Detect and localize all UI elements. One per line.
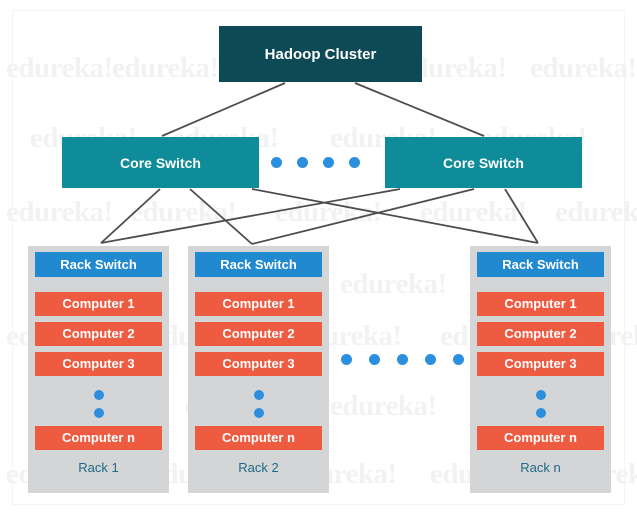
ellipsis-dot-icon bbox=[397, 354, 408, 365]
watermark: edureka! bbox=[340, 268, 447, 300]
computer-node[interactable]: Computer 3 bbox=[35, 352, 162, 376]
watermark: edureka! bbox=[275, 196, 382, 228]
computer-node[interactable]: Computer 2 bbox=[477, 322, 604, 346]
rack-n[interactable]: Rack Switch Computer 1 Computer 2 Comput… bbox=[470, 246, 611, 493]
connector-core-left-to-rack-n bbox=[251, 188, 539, 244]
ellipsis-dot-icon bbox=[535, 408, 546, 418]
core-switch-ellipsis bbox=[271, 157, 360, 168]
rack-vertical-ellipsis bbox=[35, 382, 162, 426]
core-switch-node-1[interactable]: Core Switch bbox=[62, 137, 259, 188]
watermark: edureka! bbox=[555, 196, 637, 228]
computer-node[interactable]: Computer 2 bbox=[35, 322, 162, 346]
rack-ellipsis bbox=[341, 354, 464, 365]
watermark: edureka! bbox=[130, 196, 237, 228]
core-switch-label: Core Switch bbox=[443, 154, 524, 171]
connector-cluster-to-core-left bbox=[161, 82, 286, 137]
rack-spacer bbox=[35, 277, 162, 292]
rack-switch-node[interactable]: Rack Switch bbox=[195, 252, 322, 277]
rack-vertical-ellipsis bbox=[477, 382, 604, 426]
ellipsis-dot-icon bbox=[253, 390, 264, 400]
hadoop-cluster-node[interactable]: Hadoop Cluster bbox=[219, 26, 422, 82]
hadoop-cluster-label: Hadoop Cluster bbox=[264, 45, 377, 63]
computer-node-last[interactable]: Computer n bbox=[35, 426, 162, 450]
rack-spacer bbox=[477, 277, 604, 292]
ellipsis-dot-icon bbox=[93, 390, 104, 400]
rack-vertical-ellipsis bbox=[195, 382, 322, 426]
ellipsis-dot-icon bbox=[271, 157, 282, 168]
ellipsis-dot-icon bbox=[425, 354, 436, 365]
watermark: edureka! bbox=[530, 52, 637, 84]
ellipsis-dot-icon bbox=[535, 390, 546, 400]
ellipsis-dot-icon bbox=[253, 408, 264, 418]
connector-cluster-to-core-right bbox=[354, 82, 485, 137]
watermark: edureka! bbox=[112, 52, 219, 84]
watermark: edureka! bbox=[420, 196, 527, 228]
computer-node[interactable]: Computer 1 bbox=[195, 292, 322, 316]
ellipsis-dot-icon bbox=[323, 157, 334, 168]
connector-core-right-to-rack-n bbox=[504, 188, 539, 244]
connector-core-left-to-rack-1 bbox=[100, 188, 161, 244]
rack-spacer bbox=[195, 277, 322, 292]
ellipsis-dot-icon bbox=[93, 408, 104, 418]
rack-2[interactable]: Rack Switch Computer 1 Computer 2 Comput… bbox=[188, 246, 329, 493]
watermark: edureka! bbox=[6, 52, 113, 84]
computer-node[interactable]: Computer 3 bbox=[195, 352, 322, 376]
connector-core-right-to-rack-2 bbox=[251, 188, 475, 245]
connector-core-left-to-rack-2 bbox=[189, 188, 253, 245]
ellipsis-dot-icon bbox=[349, 157, 360, 168]
ellipsis-dot-icon bbox=[341, 354, 352, 365]
computer-node[interactable]: Computer 2 bbox=[195, 322, 322, 346]
watermark: edureka! bbox=[330, 390, 437, 422]
watermark: edureka! bbox=[6, 196, 113, 228]
computer-node-last[interactable]: Computer n bbox=[195, 426, 322, 450]
computer-node[interactable]: Computer 1 bbox=[477, 292, 604, 316]
rack-label: Rack n bbox=[520, 460, 561, 475]
core-switch-label: Core Switch bbox=[120, 154, 201, 171]
connector-core-right-to-rack-1 bbox=[100, 188, 401, 244]
rack-label: Rack 1 bbox=[78, 460, 119, 475]
rack-switch-node[interactable]: Rack Switch bbox=[35, 252, 162, 277]
core-switch-node-2[interactable]: Core Switch bbox=[385, 137, 582, 188]
rack-1[interactable]: Rack Switch Computer 1 Computer 2 Comput… bbox=[28, 246, 169, 493]
ellipsis-dot-icon bbox=[453, 354, 464, 365]
rack-switch-node[interactable]: Rack Switch bbox=[477, 252, 604, 277]
ellipsis-dot-icon bbox=[297, 157, 308, 168]
rack-label: Rack 2 bbox=[238, 460, 279, 475]
computer-node[interactable]: Computer 1 bbox=[35, 292, 162, 316]
ellipsis-dot-icon bbox=[369, 354, 380, 365]
computer-node[interactable]: Computer 3 bbox=[477, 352, 604, 376]
computer-node-last[interactable]: Computer n bbox=[477, 426, 604, 450]
